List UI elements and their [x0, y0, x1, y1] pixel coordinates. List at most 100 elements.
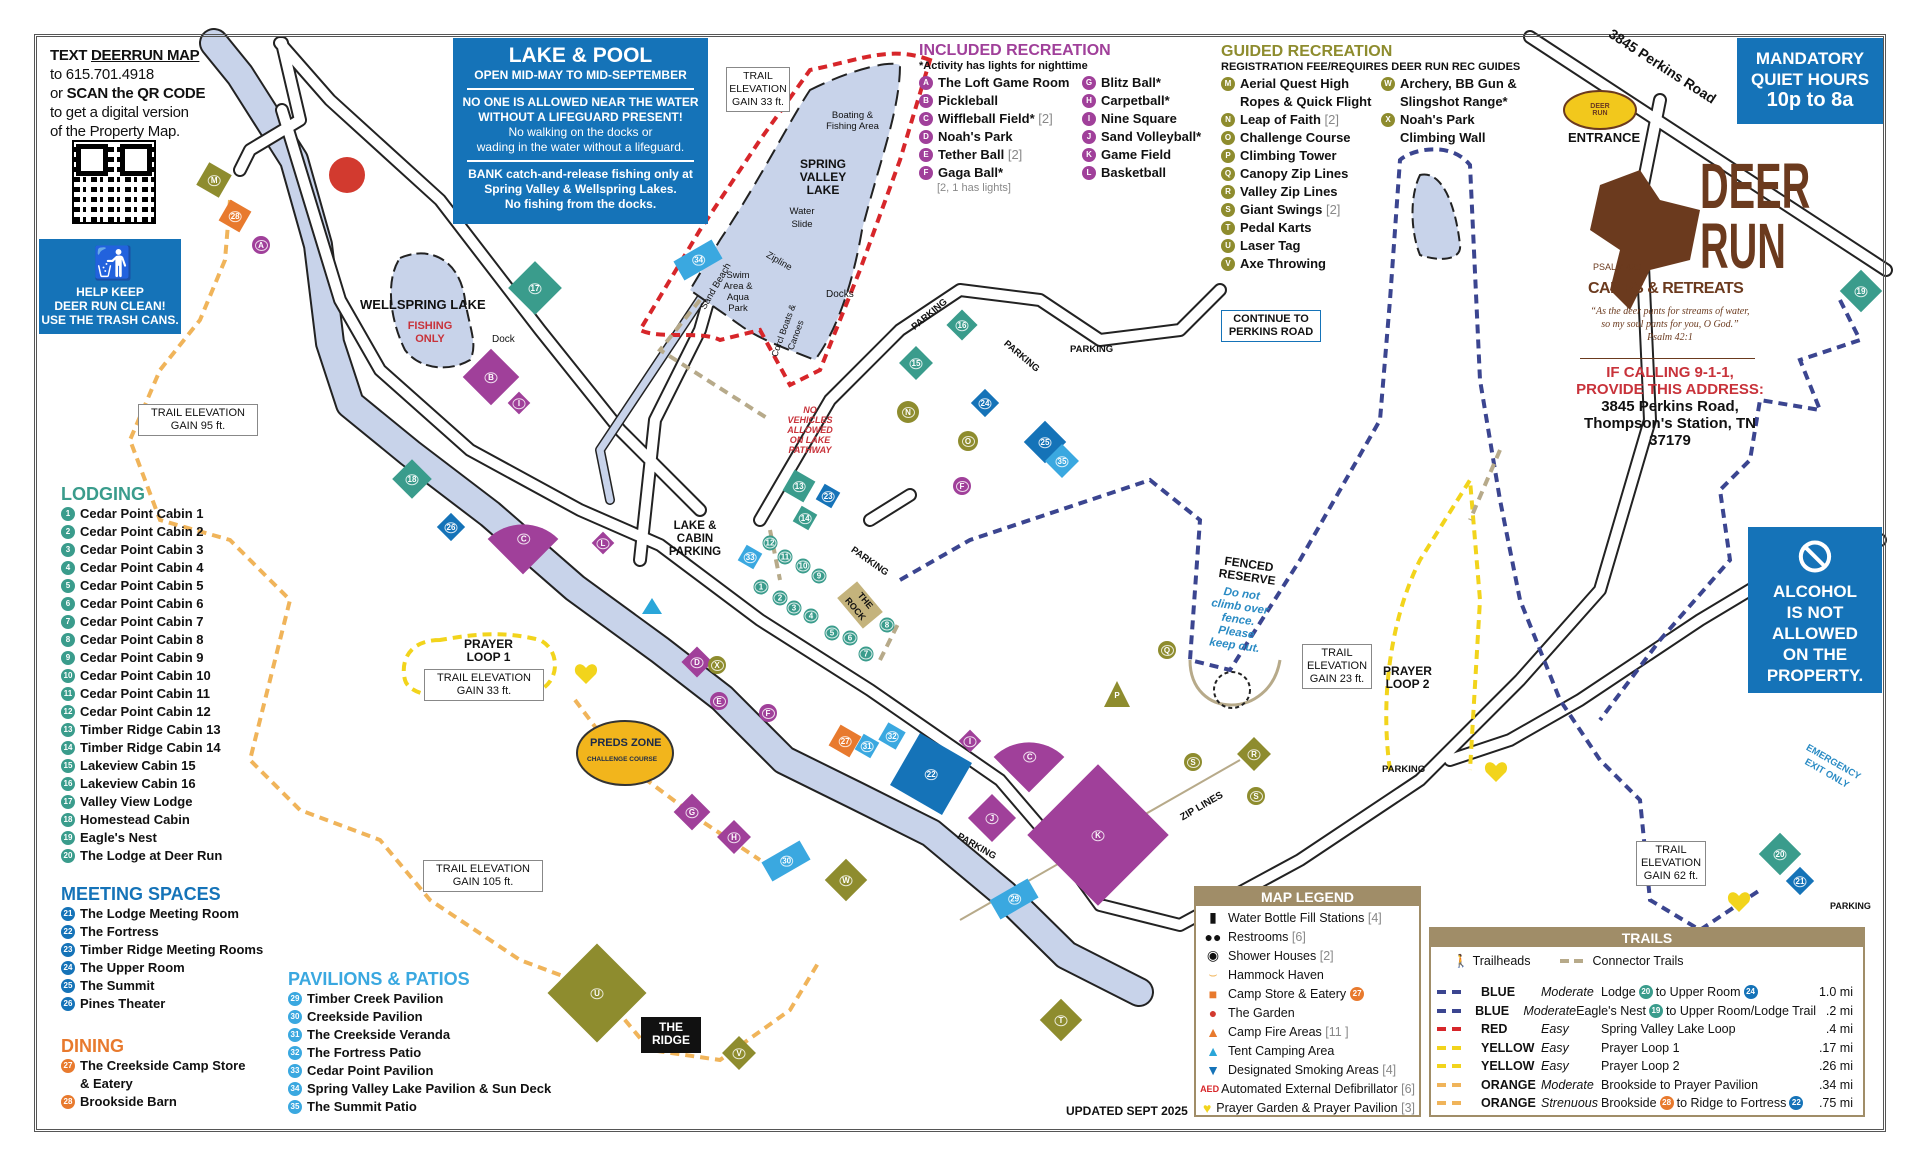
campfire-icon: ▲ [1206, 1023, 1220, 1040]
map-marker-guided[interactable]: O [958, 431, 978, 451]
map-marker-lodging[interactable]: 1 [753, 579, 769, 595]
map-marker-guided[interactable]: P [1104, 681, 1130, 707]
legend-label: Camp Fire Areas [1228, 1024, 1322, 1039]
map-marker-lodging[interactable]: 7 [858, 646, 874, 662]
map-marker-lodging[interactable]: 8 [879, 617, 895, 633]
map-marker-guided[interactable]: S [1184, 753, 1202, 771]
qr-code[interactable] [72, 140, 156, 224]
hammock-icon: ⌣ [1208, 966, 1218, 982]
map-marker-guided[interactable]: Q [1158, 641, 1176, 659]
map-marker-lodging[interactable]: 11 [777, 549, 793, 565]
map-marker-guided[interactable]: X [708, 656, 726, 674]
lake-pool-notice: LAKE & POOL OPEN MID-MAY TO MID-SEPTEMBE… [453, 38, 708, 224]
map-marker-rec[interactable]: F [953, 477, 971, 495]
map-marker-guided[interactable]: S [1247, 787, 1265, 805]
item-label: Laser Tag [1240, 238, 1301, 253]
map-marker-rec[interactable]: F [759, 704, 777, 722]
map-marker-lodging[interactable]: 4 [803, 608, 819, 624]
map-marker-rec[interactable]: E [710, 692, 728, 710]
item-count: [2] [1034, 111, 1053, 126]
map-marker-lodging[interactable]: 5 [824, 625, 840, 641]
map-marker-lodging[interactable]: 2 [772, 590, 788, 606]
map-marker-guided[interactable]: N [897, 401, 919, 423]
trail-description: Prayer Loop 2 [1601, 1059, 1807, 1073]
legend-count: [11 ] [1321, 1024, 1349, 1039]
map-marker-rec[interactable]: A [252, 236, 270, 254]
spring-valley-lake [688, 62, 902, 362]
included-note: *Activity has lights for nighttime [919, 60, 1088, 72]
map-marker-lodging[interactable]: 6 [842, 630, 858, 646]
marker-label: X [710, 659, 724, 671]
map-marker-lodging[interactable]: 3 [786, 600, 802, 616]
quiet-line3: 10p to 8a [1766, 89, 1854, 111]
map-marker-lodging[interactable]: 9 [811, 568, 827, 584]
number-badge: 9 [61, 651, 75, 665]
connector-trails [657, 298, 1502, 661]
map-marker-lodging[interactable]: 12 [762, 535, 778, 551]
lake-note1: No walking on the docks or [508, 125, 653, 139]
map-marker-lodging[interactable]: 10 [795, 558, 811, 574]
tomato-icon: ● [1208, 1004, 1218, 1021]
